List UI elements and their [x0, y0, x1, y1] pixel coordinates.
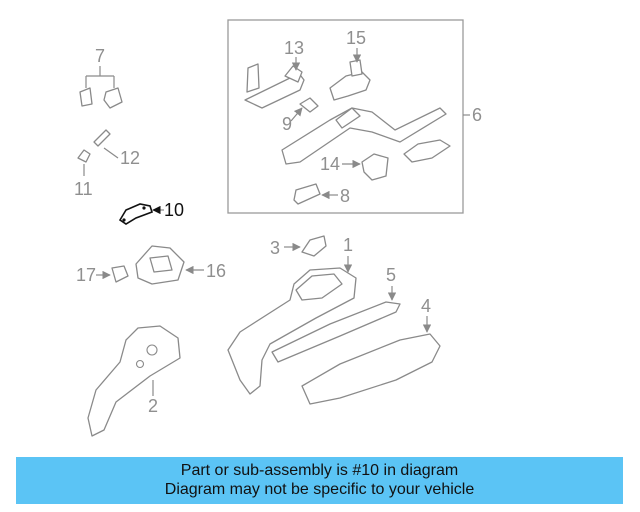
callout-12[interactable]: 12: [120, 148, 140, 168]
part-1[interactable]: [227, 267, 357, 395]
part-16[interactable]: [135, 245, 185, 285]
callout-4[interactable]: 4: [421, 296, 431, 316]
part-15[interactable]: [329, 59, 371, 101]
callout-17[interactable]: 17: [76, 265, 96, 285]
part-10[interactable]: [118, 203, 154, 225]
callout-15[interactable]: 15: [346, 28, 366, 48]
callout-3[interactable]: 3: [270, 238, 280, 258]
callout-8[interactable]: 8: [340, 186, 350, 206]
callout-10[interactable]: 10: [164, 200, 184, 220]
callout-13[interactable]: 13: [284, 38, 304, 58]
part-12[interactable]: [93, 129, 111, 147]
callout-9[interactable]: 9: [282, 114, 292, 134]
callout-5[interactable]: 5: [386, 265, 396, 285]
part-3[interactable]: [301, 235, 327, 257]
part-17[interactable]: [111, 265, 129, 283]
parts-diagram: 6 13 15 9 14 8 7: [74, 19, 482, 437]
part-6[interactable]: [281, 107, 451, 165]
part-14[interactable]: [361, 153, 389, 181]
part-13[interactable]: [244, 63, 305, 109]
callout-16[interactable]: 16: [206, 261, 226, 281]
callout-11[interactable]: 11: [74, 179, 93, 199]
banner-line-2: Diagram may not be specific to your vehi…: [164, 481, 475, 498]
inset-frame: [227, 19, 464, 214]
banner-line-1: Part or sub-assembly is #10 in diagram: [180, 462, 459, 479]
callout-6[interactable]: 6: [472, 105, 482, 125]
callout-2[interactable]: 2: [148, 396, 158, 416]
callout-14[interactable]: 14: [320, 154, 340, 174]
info-banner: Part or sub-assembly is #10 in diagram D…: [16, 457, 623, 504]
callout-1[interactable]: 1: [343, 235, 353, 255]
part-2[interactable]: [87, 325, 181, 437]
callout-7[interactable]: 7: [95, 46, 105, 66]
part-5[interactable]: [271, 301, 401, 363]
part-8[interactable]: [293, 183, 321, 205]
part-11[interactable]: [77, 149, 91, 163]
part-9[interactable]: [299, 97, 319, 113]
part-7[interactable]: [79, 87, 123, 109]
part-4[interactable]: [301, 333, 441, 405]
